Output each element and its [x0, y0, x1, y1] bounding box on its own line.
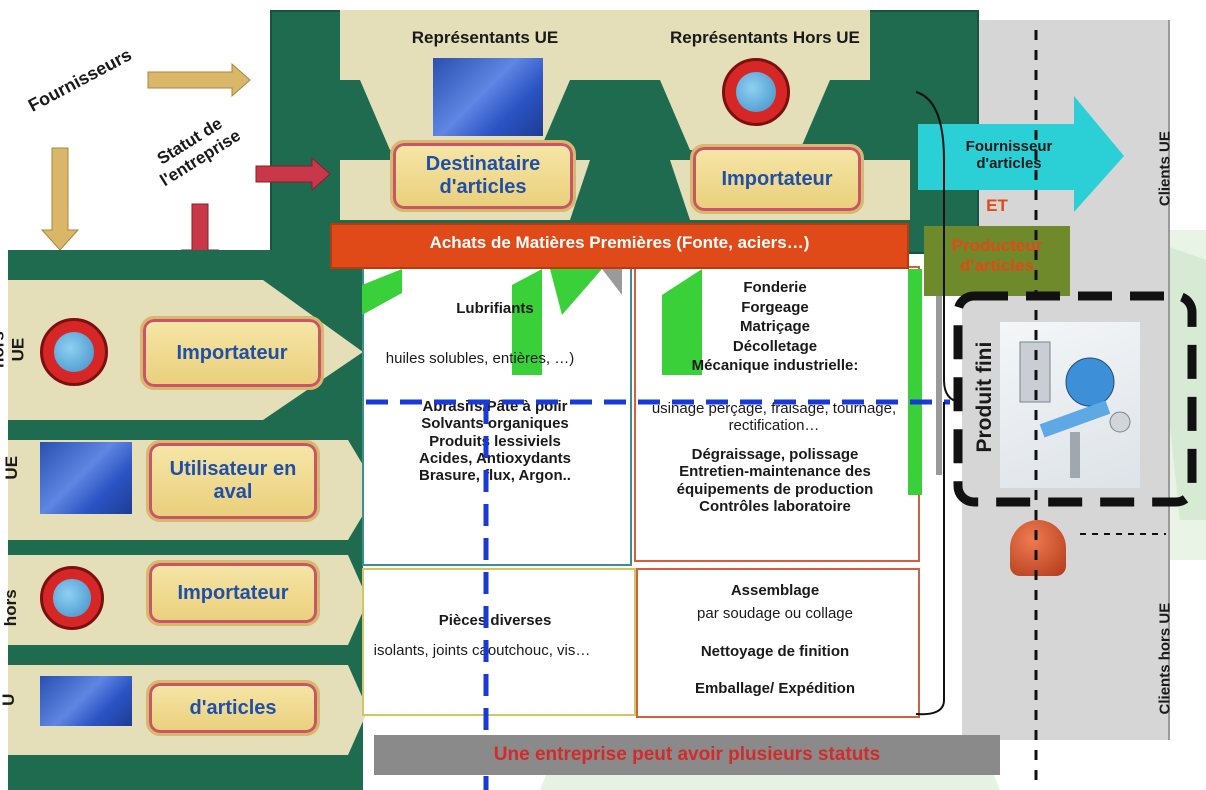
process-list-top: Fonderie Forgeage Matriçage Décolletage … [691, 279, 859, 374]
lubrifiants-title: Lubrifiants [456, 300, 534, 317]
pieces-detail: isolants, joints caoutchouc, vis… [373, 642, 591, 659]
utilisateur-aval-button[interactable]: Utilisateur en aval [146, 440, 320, 522]
emballage-label: Emballage/ Expédition [694, 680, 856, 697]
valve-icon [1010, 520, 1066, 576]
destinataire-button[interactable]: Destinataire d'articles [390, 140, 576, 212]
rep-ue-label: Représentants UE [411, 28, 559, 47]
pieces-box [362, 568, 636, 716]
globe-icon [40, 566, 104, 630]
assemblage-box [636, 568, 920, 718]
zigzag-decor [362, 269, 942, 495]
eu-flag-icon [40, 442, 132, 514]
producteur-box [924, 226, 1070, 296]
footer-banner [374, 735, 1000, 775]
machine-icon [1019, 341, 1131, 478]
fournisseur-arrow [918, 96, 1124, 212]
lubrifiants-detail: huiles solubles, entières, …) [385, 350, 575, 367]
rep-hors-ue-label: Représentants Hors UE [670, 28, 860, 47]
lubrifiants-box [362, 266, 632, 566]
globe-icon [722, 58, 790, 126]
assemblage-title: Assemblage [730, 582, 820, 599]
eu-flag-icon [433, 58, 543, 136]
globe-icon [40, 318, 108, 386]
pieces-title: Pièces diverses [438, 612, 552, 629]
articles-row4-button[interactable]: d'articles [146, 680, 320, 736]
importateur-row3-button[interactable]: Importateur [146, 560, 320, 626]
footer-banner-label: Une entreprise peut avoir plusieurs stat… [493, 744, 881, 765]
producteur-label: Producteur d'articles [951, 236, 1043, 275]
achats-banner [330, 223, 909, 269]
eu-flag-icon [40, 676, 132, 726]
clients-divider [1168, 20, 1170, 740]
importateur-row1-button[interactable]: Importateur [140, 316, 324, 390]
nettoyage-label: Nettoyage de finition [700, 643, 850, 660]
assemblage-detail: par soudage ou collage [697, 605, 853, 622]
process-list-bottom: Dégraissage, polissage Entretien-mainten… [676, 446, 874, 515]
achats-banner-label: Achats de Matières Premières (Fonte, aci… [429, 233, 810, 252]
fournisseur-arrow-label: Fournisseur d'articles [965, 138, 1053, 173]
et-label: ET [986, 196, 1008, 215]
importateur-top-button[interactable]: Importateur [690, 144, 864, 214]
